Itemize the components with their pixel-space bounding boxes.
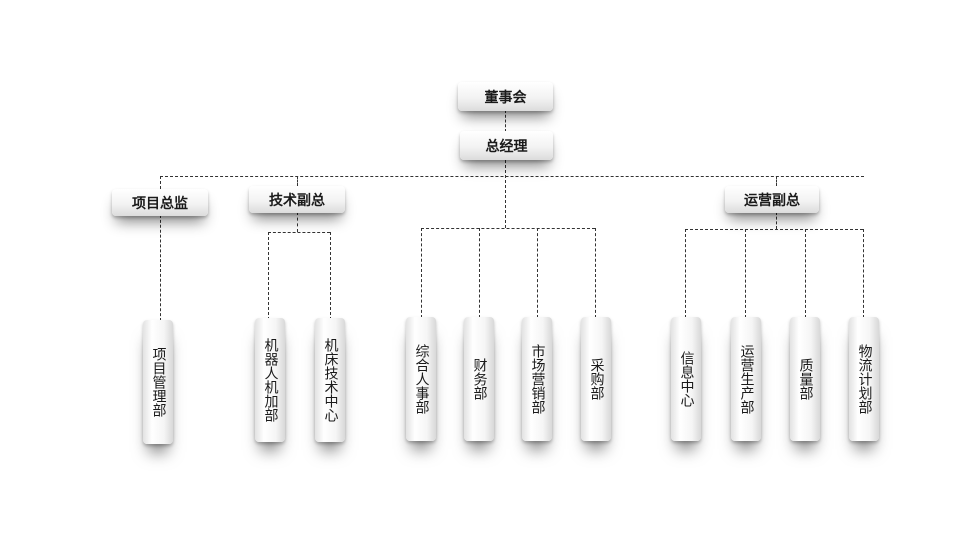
dept-quality: 质量部 (790, 317, 820, 441)
dept-logistics-planning: 物流计划部 (849, 317, 879, 441)
dept-hr-admin: 综合人事部 (406, 317, 436, 441)
connector-tech-down (297, 212, 298, 232)
board-box: 董事会 (458, 82, 553, 111)
dept-info-center: 信息中心 (671, 317, 701, 441)
connector-tech-dept-2 (330, 232, 331, 320)
dept-ops-production: 运营生产部 (731, 317, 761, 441)
project-director-box: 项目总监 (112, 189, 208, 216)
ops-vp-box: 运营副总 (725, 186, 819, 213)
connector-tech-dept-1 (268, 232, 269, 320)
connector-board-ceo (505, 110, 506, 132)
connector-bus-ops (776, 176, 777, 186)
tech-vp-box: 技术副总 (249, 186, 345, 213)
connector-ceo-dept-3 (537, 228, 538, 318)
dept-robot-machining: 机器人机加部 (255, 318, 285, 442)
connector-ceo-dept-4 (595, 228, 596, 318)
connector-ceo-down (505, 160, 506, 228)
connector-ceo-dept-2 (479, 228, 480, 318)
connector-ceo-dept-1 (421, 228, 422, 318)
dept-purchasing: 采购部 (581, 317, 611, 441)
connector-ceo-dept-bus (421, 228, 595, 229)
connector-ops-bus (685, 229, 863, 230)
connector-bus-tech (297, 176, 298, 186)
dept-machine-tech-center: 机床技术中心 (315, 318, 345, 442)
connector-ops-down (776, 212, 777, 229)
dept-project-management: 项目管理部 (143, 320, 173, 444)
dept-finance: 财务部 (464, 317, 494, 441)
connector-manager-bus (160, 176, 864, 177)
connector-ops-dept-3 (805, 229, 806, 318)
dept-marketing: 市场营销部 (522, 317, 552, 441)
connector-ops-dept-2 (745, 229, 746, 318)
connector-bus-project (160, 176, 161, 189)
connector-ops-dept-4 (863, 229, 864, 318)
connector-ops-dept-1 (685, 229, 686, 318)
connector-tech-bus (268, 232, 330, 233)
connector-project-dept (160, 215, 161, 321)
ceo-box: 总经理 (460, 131, 553, 160)
